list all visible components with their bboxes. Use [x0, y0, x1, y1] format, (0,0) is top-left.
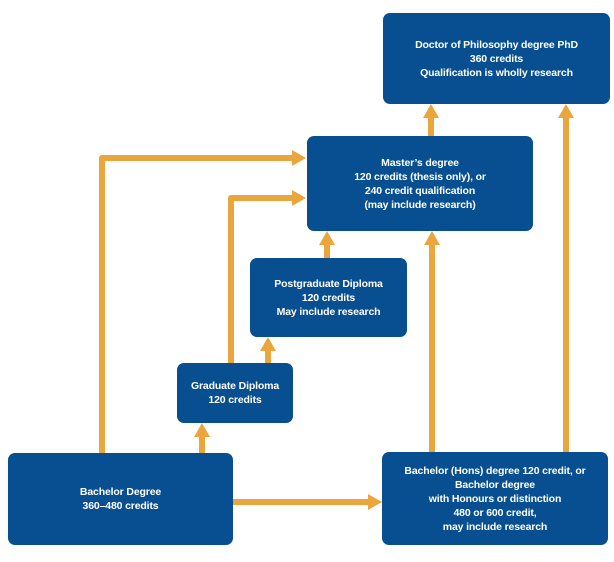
arrow-bachelor-to-masters-shaft: [99, 155, 294, 453]
arrow-bachelor-to-bachelor-hons-head: [368, 494, 382, 510]
node-postgraduate-diploma-line: 120 credits: [301, 291, 356, 304]
node-phd-line: Qualification is wholly research: [420, 66, 573, 79]
node-bachelor-hons-line: 480 or 600 credit,: [453, 506, 537, 519]
node-bachelor-hons-line: with Honours or distinction: [428, 492, 562, 505]
node-masters-line: 240 credit qualification: [364, 184, 476, 197]
node-masters-line: Master’s degree: [381, 156, 459, 169]
node-bachelor-hons: Bachelor (Hons) degree 120 credit, or Ba…: [382, 452, 608, 545]
node-bachelor-line: Bachelor Degree: [79, 486, 162, 498]
node-phd-line: 360 credits: [469, 52, 524, 65]
node-graduate-diploma: Graduate Diploma 120 credits: [177, 363, 293, 423]
arrow-bachelor-hons-to-masters-head: [424, 231, 440, 245]
node-bachelor-hons-line: Bachelor degree: [454, 478, 536, 491]
node-bachelor-hons-line: Bachelor (Hons) degree 120 credit, or: [404, 464, 586, 477]
node-masters-line: (may include research): [364, 198, 476, 211]
node-phd-line: Doctor of Philosophy degree PhD: [415, 38, 578, 51]
node-masters-line: 120 credits (thesis only), or: [354, 170, 486, 183]
arrow-graduate-diploma-to-postgraduate-diploma-head: [260, 337, 276, 351]
node-graduate-diploma-line: Graduate Diploma: [190, 380, 280, 392]
arrow-bachelor-hons-to-phd-head: [558, 104, 574, 118]
node-graduate-diploma-line: 120 credits: [208, 394, 262, 406]
node-postgraduate-diploma-line: Postgraduate Diploma: [274, 277, 383, 290]
node-bachelor-hons-line: may include research: [442, 520, 548, 533]
arrow-graduate-diploma-to-masters-shaft: [228, 195, 294, 363]
arrow-graduate-diploma-to-masters-head: [292, 190, 306, 206]
node-phd: Doctor of Philosophy degree PhD 360 cred…: [383, 13, 610, 104]
node-postgraduate-diploma-line: May include research: [276, 305, 381, 318]
node-bachelor-line: 360–480 credits: [82, 500, 159, 512]
node-postgraduate-diploma: Postgraduate Diploma 120 credits May inc…: [250, 258, 407, 337]
node-bachelor-degree: Bachelor Degree 360–480 credits: [8, 453, 233, 545]
node-masters-degree: Master’s degree 120 credits (thesis only…: [307, 136, 533, 231]
arrow-bachelor-to-masters-head: [292, 150, 306, 166]
arrow-postgraduate-diploma-to-masters-head: [319, 231, 335, 245]
arrow-bachelor-to-graduate-diploma-head: [194, 423, 210, 437]
arrow-masters-to-phd-head: [423, 104, 439, 118]
